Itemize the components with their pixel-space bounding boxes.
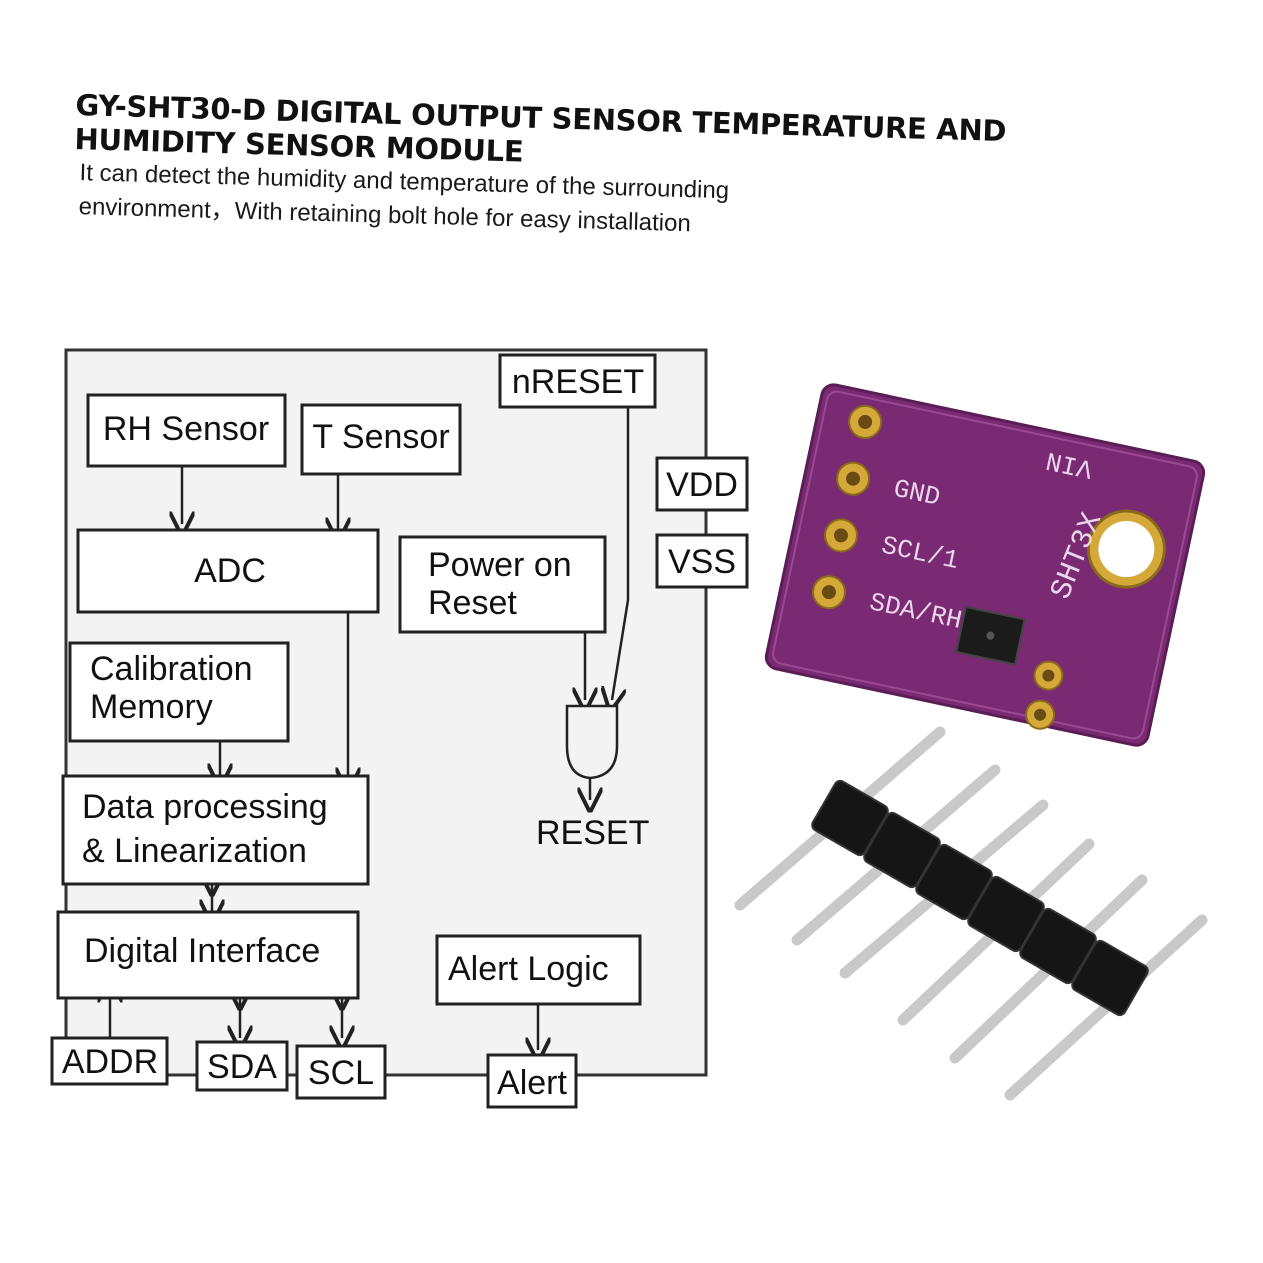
pcb	[764, 383, 1206, 747]
reset-output-label: RESET	[536, 814, 649, 852]
svg-text:& Linearization: & Linearization	[82, 832, 307, 870]
data-processing-block: Data processing & Linearization	[61, 774, 370, 886]
svg-text:SDA: SDA	[207, 1048, 277, 1086]
svg-text:Data processing: Data processing	[82, 788, 328, 826]
svg-text:Memory: Memory	[90, 688, 213, 726]
svg-text:ADDR: ADDR	[62, 1043, 158, 1081]
rh-sensor-block: RH Sensor	[86, 393, 287, 468]
digital-interface-block: Digital Interface	[56, 910, 360, 1000]
svg-text:VDD: VDD	[666, 466, 738, 504]
power-on-reset-block: Power on Reset	[398, 535, 607, 634]
svg-text:nRESET: nRESET	[512, 363, 644, 401]
svg-text:Calibration: Calibration	[90, 650, 253, 688]
t-sensor-block: T Sensor	[300, 403, 462, 476]
svg-text:Alert: Alert	[497, 1064, 567, 1102]
calibration-memory-block: Calibration Memory	[68, 641, 290, 743]
svg-text:SCL: SCL	[308, 1054, 374, 1092]
header-housing	[811, 779, 1149, 1017]
pin-vdd: VDD	[655, 456, 749, 512]
svg-text:Power on: Power on	[428, 546, 572, 584]
pin-alert: Alert	[486, 1053, 578, 1109]
alert-logic-block: Alert Logic	[435, 934, 642, 1006]
svg-text:T Sensor: T Sensor	[312, 418, 449, 456]
svg-text:ADC: ADC	[194, 552, 266, 590]
svg-text:VSS: VSS	[668, 543, 736, 581]
svg-text:RH Sensor: RH Sensor	[103, 410, 269, 448]
pin-scl: SCL	[295, 1044, 387, 1100]
pin-sda: SDA	[195, 1040, 289, 1092]
adc-block: ADC	[76, 528, 380, 614]
svg-text:Alert Logic: Alert Logic	[448, 950, 609, 988]
pin-addr: ADDR	[50, 1036, 169, 1086]
and-gate	[565, 704, 619, 780]
sensor-board: VIN GND SCL/1 SDA/RH SHT3X	[764, 383, 1206, 747]
pin-nreset: nRESET	[498, 353, 657, 409]
pin-header	[734, 726, 1208, 1101]
pin-vss: VSS	[655, 533, 749, 589]
svg-text:Reset: Reset	[428, 584, 517, 622]
svg-text:Digital Interface: Digital Interface	[84, 932, 320, 970]
